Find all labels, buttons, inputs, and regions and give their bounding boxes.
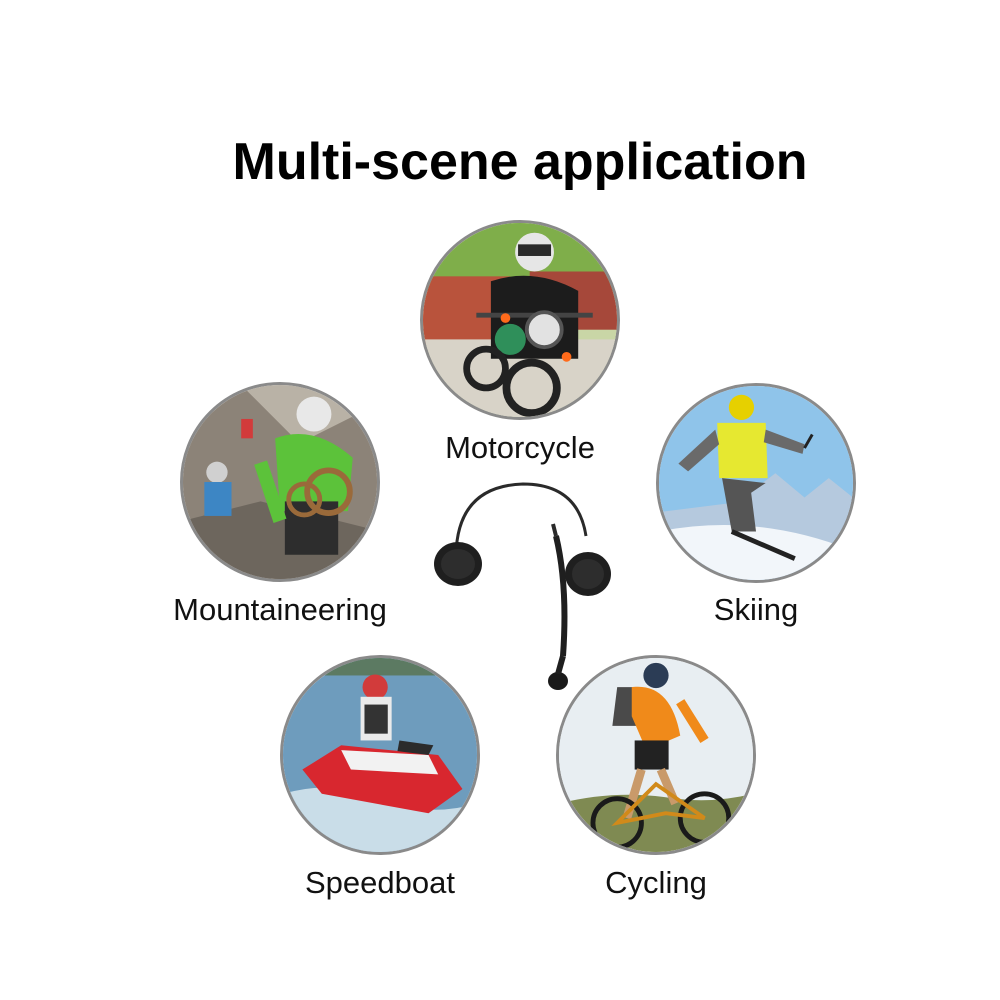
motorcycle-scene-image: [420, 220, 620, 420]
skiing-label: Skiing: [713, 592, 799, 627]
page-title: Multi-scene application: [232, 133, 808, 191]
mountaineering-scene-image: [180, 382, 380, 582]
speedboat-photo-icon: [283, 658, 477, 852]
cycling-scene-image: [556, 655, 756, 855]
headset-with-boom-mic-icon: [434, 482, 611, 690]
motorcycle-label: Motorcycle: [445, 430, 595, 465]
mountaineering-photo-icon: [183, 385, 377, 579]
speedboat-scene-image: [280, 655, 480, 855]
skiing-photo-icon: [659, 386, 853, 580]
skiing-scene-image: [656, 383, 856, 583]
speedboat-label: Speedboat: [305, 865, 455, 900]
cycling-label: Cycling: [605, 865, 707, 900]
mountaineering-label: Mountaineering: [173, 592, 387, 627]
motorcycle-photo-icon: [423, 223, 617, 417]
cycling-photo-icon: [559, 658, 753, 852]
